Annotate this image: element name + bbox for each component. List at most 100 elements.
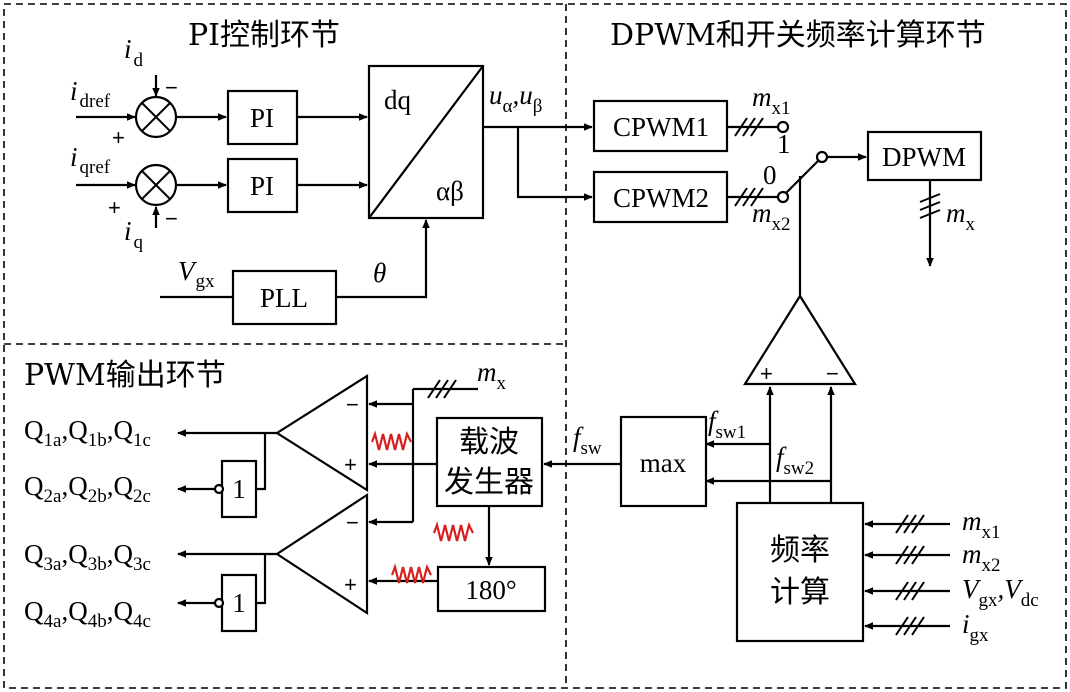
pwm-comparator-1: [274, 374, 369, 492]
carrier-noise-symbol-2: [432, 521, 474, 542]
comp2-plus: +: [344, 572, 357, 597]
label-q1: Q1a,Q1b,Q1c: [24, 415, 151, 451]
phase-shift-label: 180°: [465, 575, 516, 605]
label-q3: Q3a,Q3b,Q3c: [24, 539, 151, 575]
cpwm1-block: [592, 99, 729, 153]
dpwm-label: DPWM: [882, 142, 966, 172]
pwm-section: fsw 载波 发生器 180° mx − +: [24, 357, 621, 633]
carrier-label-1: 载波: [459, 425, 519, 460]
pi-block-d-label: PI: [250, 103, 274, 133]
svg-text:mx2: mx2: [752, 198, 791, 235]
svg-text:fsw: fsw: [573, 422, 602, 459]
sign-minus-d: −: [165, 75, 178, 100]
frequency-calc-label-1: 频率: [770, 533, 830, 568]
phase-shift-block: [436, 565, 547, 613]
summing-junction-q: [134, 163, 178, 207]
svg-text:mx1: mx1: [752, 82, 791, 119]
transform-dq-label: dq: [384, 85, 412, 115]
svg-text:iq: iq: [124, 216, 144, 253]
comp1-to-not: [256, 433, 267, 491]
dpwm-section: uα,uβ CPWM1 CPWM2 1 0: [483, 80, 1039, 646]
comp1-plus: +: [344, 452, 357, 477]
comparator-plus: +: [760, 361, 773, 386]
comparator-minus: −: [826, 361, 839, 386]
comp2-to-not: [256, 554, 267, 605]
comp2-minus: −: [346, 510, 359, 535]
not-gate-1-bubble: [213, 483, 225, 495]
svg-text:igx: igx: [962, 609, 989, 646]
svg-text:Q3a,Q3b,Q3c: Q3a,Q3b,Q3c: [24, 539, 151, 575]
label-mx1-input: mx1: [962, 506, 1001, 543]
svg-text:uα,uβ: uα,uβ: [489, 80, 542, 117]
sign-minus-q: −: [165, 206, 178, 231]
pi-block-d: [226, 89, 299, 146]
not-gate-1: [220, 459, 258, 519]
label-vgx-pll: Vgx: [178, 256, 215, 292]
label-fsw2: fsw2: [776, 442, 814, 479]
bus-ticks-mx-out: [919, 193, 941, 219]
label-mx2-input: mx2: [962, 539, 1001, 576]
svg-text:Q2a,Q2b,Q2c: Q2a,Q2b,Q2c: [24, 471, 151, 507]
switch-pos-0-label: 0: [763, 160, 777, 190]
label-mx-out: mx: [946, 198, 976, 235]
pi-block-q: [226, 157, 299, 214]
section-title-pi: PI控制环节: [188, 18, 340, 53]
not-gate-2-bubble: [213, 597, 225, 609]
svg-text:mx: mx: [946, 198, 976, 235]
svg-text:mx: mx: [477, 357, 507, 394]
not-gate-1-label: 1: [232, 474, 246, 504]
label-q2: Q2a,Q2b,Q2c: [24, 471, 151, 507]
section-title-pwm: PWM输出环节: [24, 358, 226, 393]
label-igx-input: igx: [962, 609, 989, 646]
transform-diagonal: [368, 65, 484, 219]
bus-ticks-mx1: [734, 117, 764, 137]
switch-pos-1-label: 1: [777, 129, 791, 159]
pll-label: PLL: [260, 283, 308, 313]
svg-text:Q1a,Q1b,Q1c: Q1a,Q1b,Q1c: [24, 415, 151, 451]
outer-border: [3, 3, 1067, 689]
carrier-noise-symbol-1: [370, 430, 412, 451]
label-mx2-top: mx2: [752, 198, 791, 235]
svg-text:Q4a,Q4b,Q4c: Q4a,Q4b,Q4c: [24, 596, 151, 632]
label-mx-pwm: mx: [477, 357, 507, 394]
transform-ab-label: αβ: [436, 176, 464, 206]
pwm-comparator-2: [274, 492, 369, 616]
label-fsw1: fsw1: [708, 406, 746, 443]
theta-arrow: [336, 219, 430, 299]
input-bus-ticks: [895, 514, 925, 636]
section-borders: [3, 3, 1067, 689]
label-theta: θ: [373, 258, 386, 288]
pi-block-q-label: PI: [250, 171, 274, 201]
switch-pivot: [815, 150, 829, 164]
mx-bus-ticks: [427, 379, 457, 399]
sign-plus-d: +: [112, 125, 125, 150]
label-fsw: fsw: [573, 422, 602, 459]
label-ualpha-ubeta: uα,uβ: [489, 80, 542, 117]
switch-blade: [785, 160, 819, 194]
bus-ticks-mx2: [734, 187, 764, 207]
svg-text:fsw2: fsw2: [776, 442, 814, 479]
max-block: [619, 415, 708, 508]
switch-contact-1: [776, 120, 790, 134]
carrier-generator-block: [435, 416, 544, 508]
section-title-dpwm: DPWM和开关频率计算环节: [610, 18, 986, 53]
carrier-label-2: 发生器: [444, 465, 534, 500]
sign-plus-q: +: [108, 195, 121, 220]
summing-junction-d: [134, 95, 178, 139]
cpwm1-label: CPWM1: [613, 112, 709, 142]
switch-contact-0: [776, 190, 790, 204]
frequency-calc-label-2: 计算: [770, 575, 830, 610]
svg-text:Vgx,Vdc: Vgx,Vdc: [962, 574, 1039, 611]
svg-text:fsw1: fsw1: [708, 406, 746, 443]
svg-text:mx2: mx2: [962, 539, 1001, 576]
svg-text:mx1: mx1: [962, 506, 1001, 543]
comp1-minus: −: [346, 392, 359, 417]
max-label: max: [640, 448, 687, 478]
